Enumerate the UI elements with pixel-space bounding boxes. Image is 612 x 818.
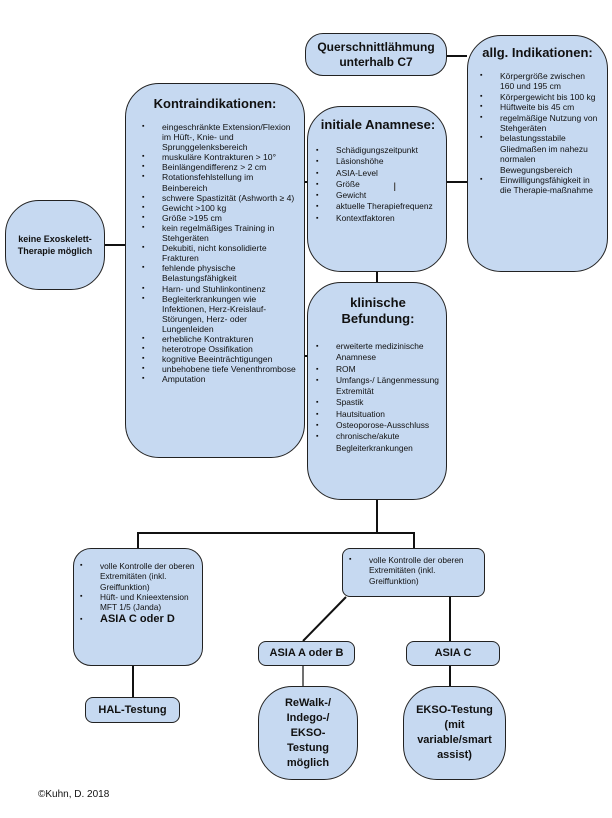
list-item: Osteoporose-Ausschluss	[314, 420, 442, 432]
keine-title: keine Exoskelett-Therapie möglich	[17, 234, 93, 256]
list-item: heterotrope Ossifikation	[140, 344, 296, 354]
hal-testung-box: HAL-Testung	[85, 697, 180, 723]
kontraindikationen-box: Kontraindikationen: eingeschränkte Exten…	[125, 83, 305, 458]
list-item: ROM	[314, 364, 442, 376]
list-item: Größe >195 cm	[140, 213, 296, 223]
indikationen-title: allg. Indikationen:	[482, 45, 593, 60]
list-item: Hüft- und Knieextension MFT 1/5 (Janda)	[78, 592, 198, 613]
anamnese-title: initiale Anamnese:	[320, 117, 436, 132]
keine-therapie-box: keine Exoskelett-Therapie möglich	[5, 200, 105, 290]
right-branch-box: volle Kontrolle der oberen Extremitäten …	[342, 548, 485, 597]
list-item: ASIA C oder D	[78, 612, 198, 627]
list-item: Gewicht	[314, 190, 442, 202]
list-item: Beinlängendifferenz > 2 cm	[140, 162, 296, 172]
list-item: ASIA-Level	[314, 168, 442, 180]
list-item: kein regelmäßiges Training in Stehgeräte…	[140, 223, 296, 243]
asia-a-b-box: ASIA A oder B	[258, 641, 355, 666]
list-item: Gewicht >100 kg	[140, 203, 296, 213]
left-branch-box: volle Kontrolle der oberen Extremitäten …	[73, 548, 203, 666]
befundung-box: klinische Befundung: erweiterte medizini…	[307, 282, 447, 500]
ekso-title: EKSO-Testung (mit variable/smart assist)	[416, 704, 493, 761]
list-item: eingeschränkte Extension/Flexion im Hüft…	[140, 122, 296, 152]
list-item: erweiterte medizinische Anamnese	[314, 341, 442, 364]
list-item: regelmäßige Nutzung von Stehgeräten	[478, 113, 599, 134]
list-item: kognitive Beeinträchtigungen	[140, 354, 296, 364]
list-item: Rotationsfehlstellung im Beinbereich	[140, 172, 296, 192]
asia-c-box: ASIA C	[406, 641, 500, 666]
querschnitt-box: Querschnittlähmung unterhalb C7	[305, 33, 447, 76]
kontra-title: Kontraindikationen:	[153, 96, 277, 111]
list-item: Größe	[314, 179, 442, 191]
list-item: Dekubiti, nicht konsolidierte Frakturen	[140, 243, 296, 263]
list-item: Hautsituation	[314, 409, 442, 421]
list-item: Schädigungszeitpunkt	[314, 145, 442, 157]
list-item: Spastik	[314, 397, 442, 409]
querschnitt-title: Querschnittlähmung unterhalb C7	[317, 39, 435, 69]
list-item: aktuelle Therapiefrequenz	[314, 201, 442, 213]
list-item: schwere Spastizität (Ashworth ≥ 4)	[140, 193, 296, 203]
list-item: volle Kontrolle der oberen Extremitäten …	[347, 555, 480, 586]
list-item: fehlende physische Belastungsfähigkeit	[140, 263, 296, 283]
list-item: muskuläre Kontrakturen > 10°	[140, 152, 296, 162]
list-item: belastungsstabile Gliedmaßen im nahezu n…	[478, 133, 599, 175]
list-item: Begleiterkrankungen wie Infektionen, Her…	[140, 294, 296, 334]
list-item: Amputation	[140, 374, 296, 384]
connector	[137, 532, 415, 548]
list-item: unbehobene tiefe Venenthrombose	[140, 364, 296, 374]
copyright: ©Kuhn, D. 2018	[38, 789, 110, 800]
anamnese-box: initiale Anamnese: Schädigungszeitpunkt …	[307, 106, 447, 272]
list-item: volle Kontrolle der oberen Extremitäten …	[78, 561, 198, 592]
list-item: Einwilligungsfähigkeit in die Therapie-m…	[478, 175, 599, 196]
indikationen-box: allg. Indikationen: Körpergröße zwischen…	[467, 35, 608, 272]
list-item: chronische/akute Begleiterkrankungen	[314, 431, 442, 454]
list-item: Läsionshöhe	[314, 156, 442, 168]
list-item: Körpergewicht bis 100 kg	[478, 92, 599, 103]
rewalk-box: ReWalk-/ Indego-/ EKSO-Testung möglich	[258, 686, 358, 780]
befundung-title: klinische Befundung:	[341, 295, 415, 326]
list-item: Hüftweite bis 45 cm	[478, 102, 599, 113]
ekso-box: EKSO-Testung (mit variable/smart assist)	[403, 686, 506, 780]
list-item: Harn- und Stuhlinkontinenz	[140, 284, 296, 294]
rewalk-title: ReWalk-/ Indego-/ EKSO-Testung möglich	[284, 696, 332, 769]
list-item: erhebliche Kontrakturen	[140, 334, 296, 344]
list-item: Körpergröße zwischen 160 und 195 cm	[478, 71, 599, 92]
connector	[302, 596, 347, 642]
list-item: Umfangs-/ Längenmessung Extremität	[314, 375, 442, 398]
hal-title: HAL-Testung	[98, 703, 167, 716]
list-item: Kontextfaktoren	[314, 213, 442, 225]
text-cursor-icon: I	[393, 180, 397, 194]
asia-ab-title: ASIA A oder B	[269, 647, 344, 659]
asia-c-title: ASIA C	[434, 647, 472, 659]
